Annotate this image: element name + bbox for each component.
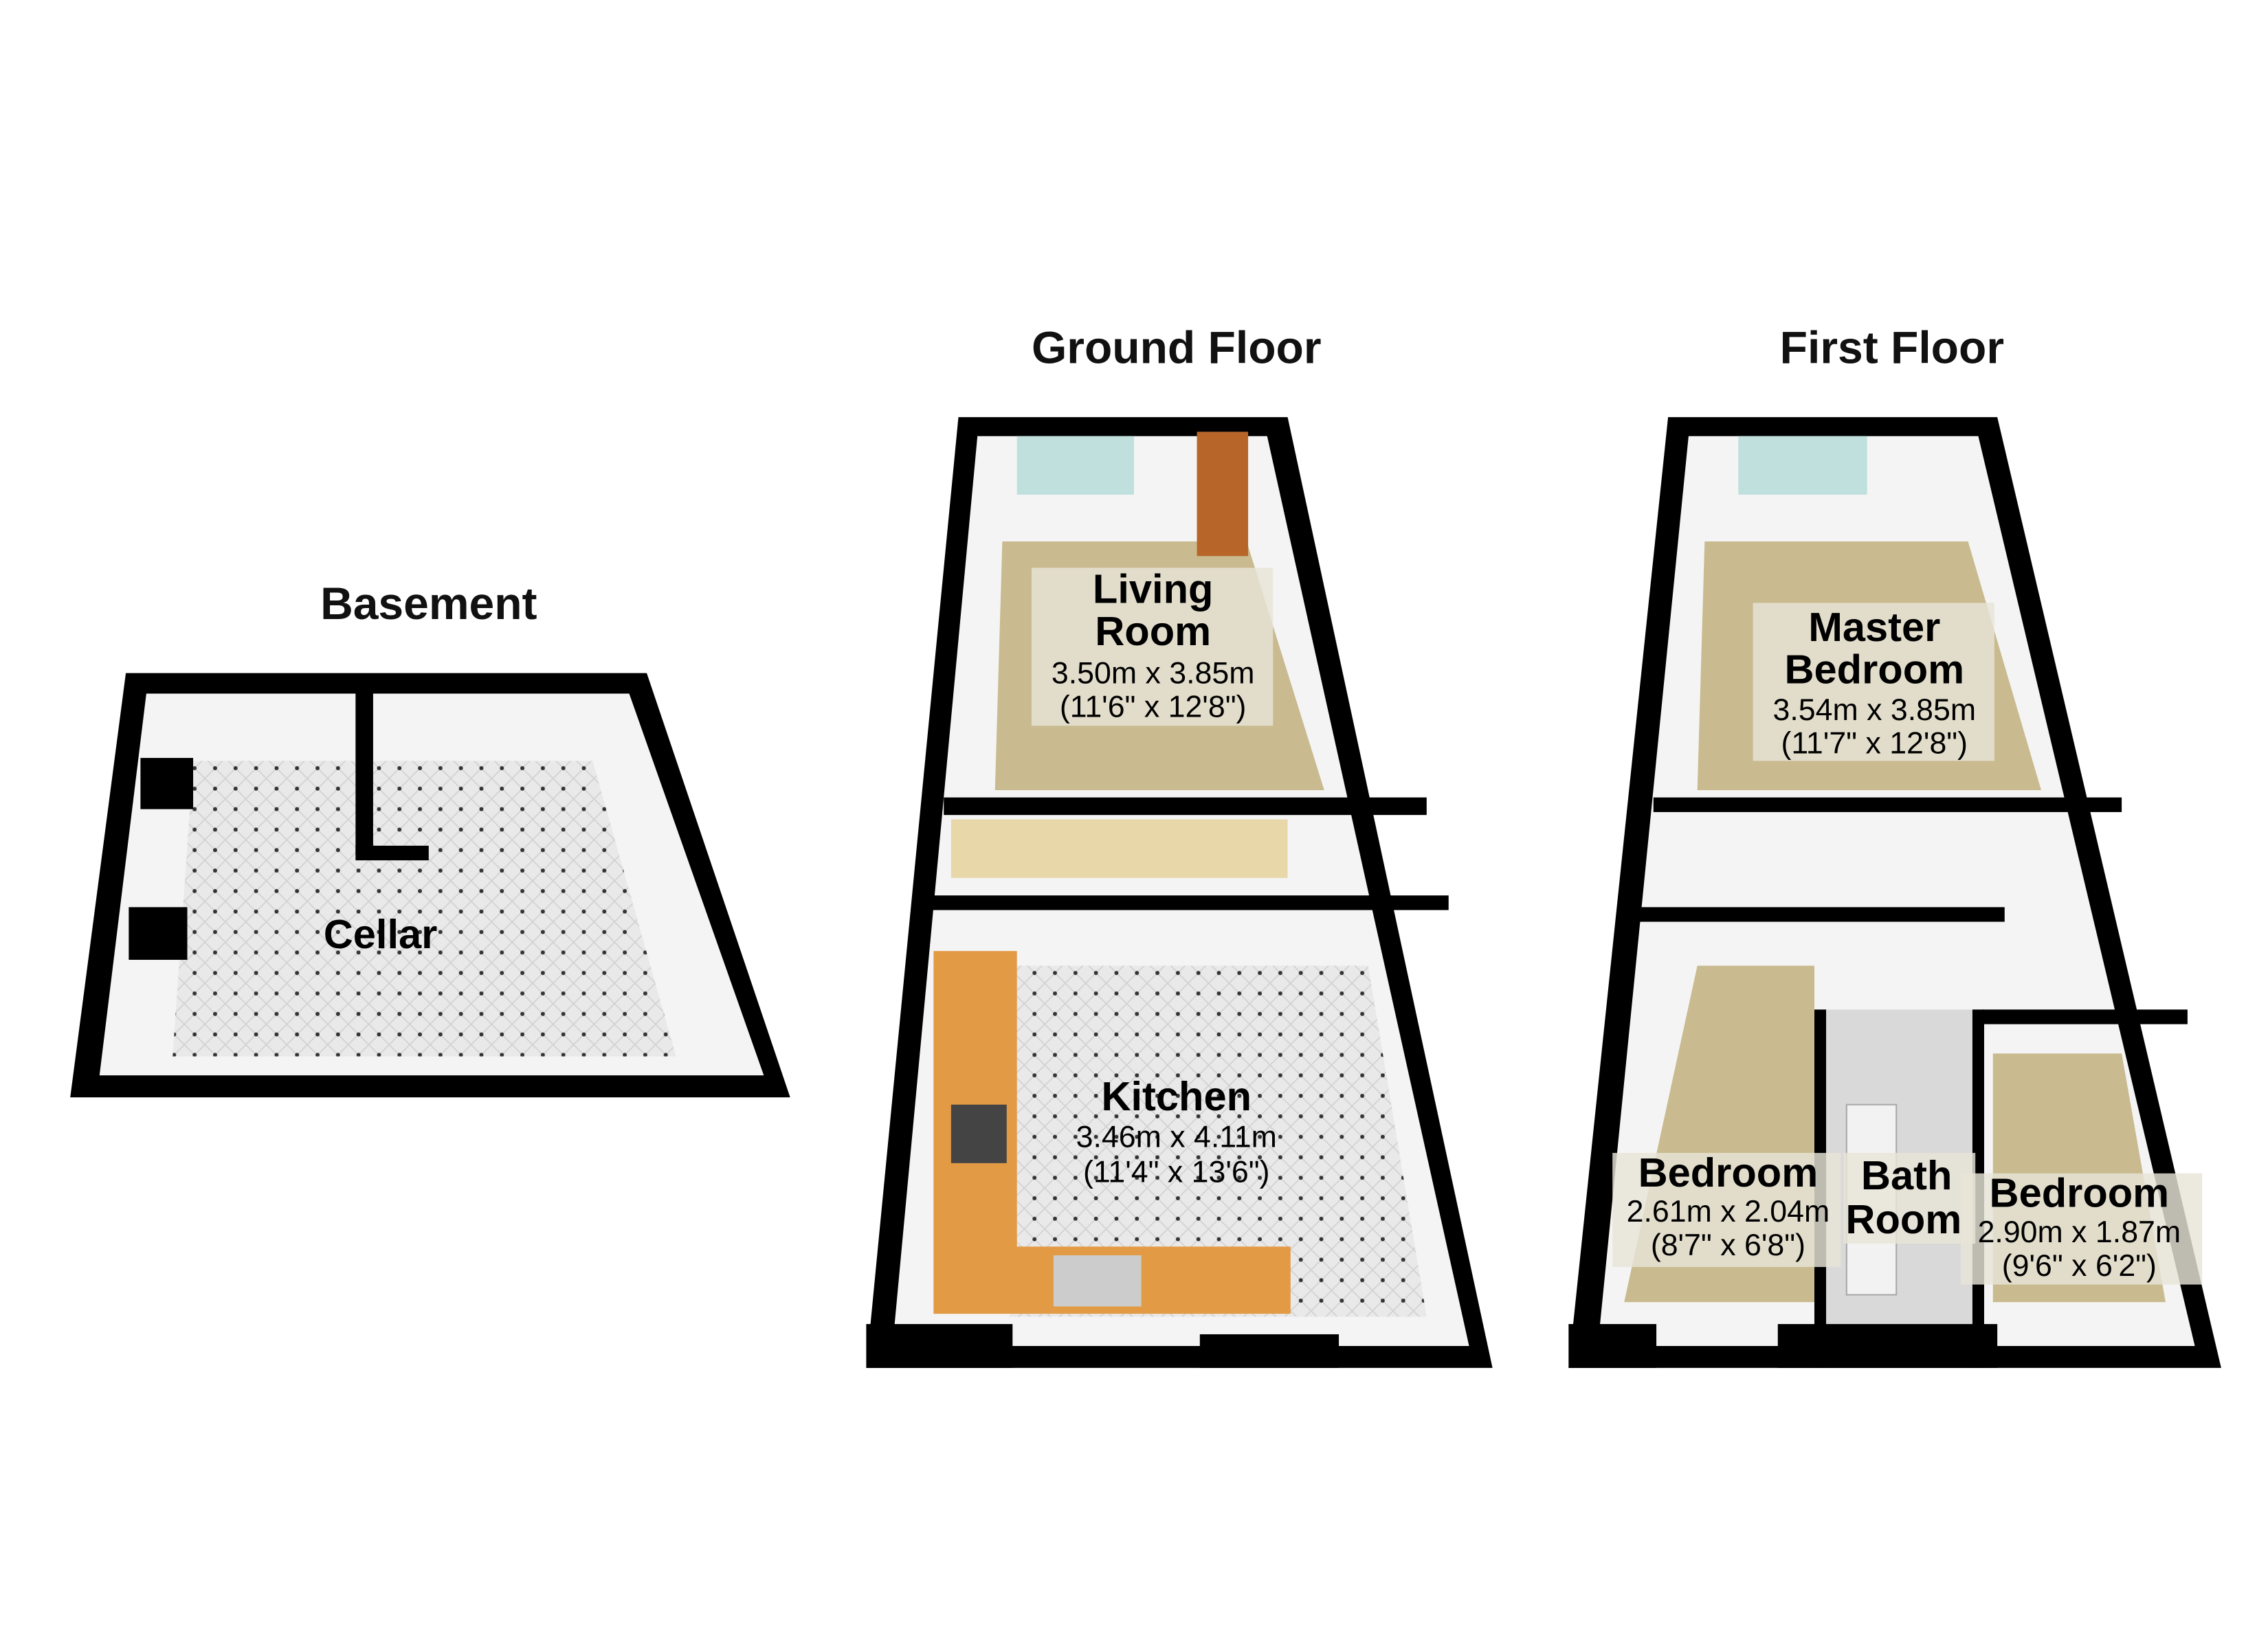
room-name-kitchen: Kitchen bbox=[1101, 1073, 1252, 1119]
label-background bbox=[1031, 568, 1274, 726]
front-door bbox=[1197, 431, 1249, 557]
sink bbox=[1053, 1255, 1142, 1307]
label-background bbox=[1612, 1152, 1841, 1268]
basement-pier bbox=[129, 907, 188, 960]
window bbox=[1016, 436, 1134, 495]
first-partition bbox=[1653, 797, 2122, 812]
label-background bbox=[1843, 1152, 1976, 1244]
basement-plan: Basement Cellar bbox=[70, 578, 790, 1098]
room-name-master-1: Master bbox=[1808, 604, 1940, 650]
ground-bottom-wall bbox=[866, 1324, 1013, 1368]
hob bbox=[950, 1104, 1007, 1163]
first-partition bbox=[1631, 907, 2005, 922]
room-dim-metric: 3.50m x 3.85m bbox=[1052, 657, 1255, 691]
room-dim-metric: 3.54m x 3.85m bbox=[1773, 693, 1977, 727]
cellar-floor bbox=[173, 761, 676, 1057]
first-floor-title: First Floor bbox=[1780, 322, 2004, 372]
basement-pier bbox=[140, 758, 194, 809]
room-name-bath-1: Bath bbox=[1861, 1152, 1952, 1198]
room-name-living-room-2: Room bbox=[1095, 608, 1211, 654]
first-floor-plan: First Floor Master Bedroom 3.54m x 3.85m… bbox=[1568, 322, 2221, 1368]
room-dim-imperial: (11'6" x 12'8") bbox=[1060, 691, 1247, 724]
basement-partition-foot bbox=[355, 845, 429, 861]
room-dim-imperial: (9'6" x 6'2") bbox=[2002, 1249, 2157, 1283]
label-background bbox=[1960, 1173, 2203, 1285]
basement-title: Basement bbox=[320, 578, 537, 629]
ground-partition bbox=[944, 797, 1427, 816]
ground-floor-title: Ground Floor bbox=[1032, 322, 1322, 372]
room-name-master-2: Bedroom bbox=[1784, 647, 1964, 693]
staircase bbox=[950, 819, 1288, 878]
room-dim-metric: 2.61m x 2.04m bbox=[1627, 1195, 1830, 1229]
room-dim-imperial: (11'7" x 12'8") bbox=[1781, 727, 1968, 761]
kitchen-floor bbox=[1010, 965, 1427, 1317]
room-name-bedroom-2: Bedroom bbox=[1638, 1149, 1819, 1196]
label-background bbox=[1753, 603, 1994, 761]
first-bottom-wall bbox=[1568, 1324, 1657, 1368]
room-dim-metric: 3.46m x 4.11m bbox=[1076, 1120, 1277, 1154]
room-dim-imperial: (8'7" x 6'8") bbox=[1651, 1229, 1805, 1262]
window bbox=[1738, 436, 1867, 495]
ground-bottom-wall bbox=[1199, 1334, 1339, 1368]
room-dim-metric: 2.90m x 1.87m bbox=[1978, 1215, 2181, 1249]
room-name-cellar: Cellar bbox=[324, 911, 438, 957]
first-partition bbox=[1982, 1009, 2188, 1024]
room-name-bath-2: Room bbox=[1845, 1196, 1961, 1242]
ground-partition bbox=[922, 895, 1449, 910]
room-name-living-room-1: Living bbox=[1093, 565, 1214, 612]
room-dim-imperial: (11'4" x 13'6") bbox=[1083, 1156, 1270, 1189]
basement-partition bbox=[355, 693, 373, 855]
room-name-bedroom-3: Bedroom bbox=[1990, 1170, 2170, 1216]
ground-floor-plan: Ground Floor Living Room 3.50m x 3.85m (… bbox=[866, 322, 1493, 1368]
first-bottom-wall bbox=[1777, 1324, 1998, 1368]
